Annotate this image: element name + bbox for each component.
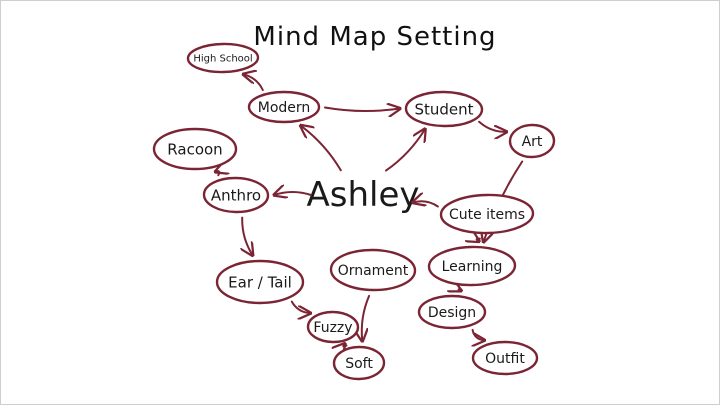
node-outfit: Outfit (471, 340, 539, 376)
node-outfit-outline (471, 340, 539, 376)
node-soft-label: Soft (345, 356, 373, 372)
node-anthro-outline (202, 176, 270, 214)
node-cute-items: Cute items (439, 193, 535, 235)
node-art: Art (508, 123, 556, 159)
node-fuzzy-outline (306, 310, 360, 344)
node-racoon-label: Racoon (167, 140, 222, 158)
node-art-outline (508, 123, 556, 159)
node-cute-items-label: Cute items (449, 207, 525, 223)
node-learning-outline (427, 245, 517, 287)
edge-ornament-to-soft (362, 294, 371, 341)
node-soft-outline (332, 345, 386, 381)
node-ornament-outline (329, 248, 417, 292)
node-ear-tail-label: Ear / Tail (228, 273, 292, 291)
node-ear-tail: Ear / Tail (215, 259, 305, 305)
node-high-school: High School (186, 42, 260, 74)
node-student: Student (404, 90, 484, 128)
node-fuzzy: Fuzzy (306, 310, 360, 344)
node-modern-label: Modern (258, 100, 311, 116)
node-art-label: Art (522, 134, 543, 150)
edge-cute-items-to-learning (477, 239, 480, 242)
node-outfit-label: Outfit (485, 351, 525, 367)
node-cute-items-outline (439, 193, 535, 235)
node-racoon: Racoon (152, 127, 238, 171)
node-learning-label: Learning (442, 259, 503, 275)
node-anthro: Anthro (202, 176, 270, 214)
edge-cute-items-to-center (413, 201, 439, 208)
edge-design-to-outfit (473, 328, 485, 340)
node-ornament: Ornament (329, 248, 417, 292)
node-modern: Modern (247, 90, 321, 124)
node-soft: Soft (332, 345, 386, 381)
edge-anthro-to-ear-tail (242, 216, 253, 256)
edge-anthro-to-racoon (215, 171, 219, 177)
node-ornament-label: Ornament (338, 263, 409, 279)
edge-fuzzy-to-soft (343, 344, 346, 347)
diagram-title: Mind Map Setting (253, 22, 496, 52)
edge-modern-to-student (324, 108, 400, 112)
node-learning: Learning (427, 245, 517, 287)
node-high-school-outline (186, 42, 260, 74)
node-student-outline (404, 90, 484, 128)
edge-learning-to-design (459, 289, 462, 291)
node-design-outline (417, 294, 487, 330)
node-student-label: Student (414, 100, 473, 118)
edge-modern-to-high-school (243, 74, 264, 91)
edge-student-to-art (478, 120, 507, 132)
node-racoon-outline (152, 127, 238, 171)
edges-layer (215, 74, 524, 347)
node-design: Design (417, 294, 487, 330)
node-anthro-label: Anthro (211, 186, 261, 204)
node-modern-outline (247, 90, 321, 124)
node-ear-tail-outline (215, 259, 305, 305)
edge-ear-tail-to-fuzzy (290, 300, 311, 314)
node-fuzzy-label: Fuzzy (313, 320, 352, 336)
edge-center-to-modern (301, 126, 342, 172)
node-design-label: Design (428, 305, 476, 321)
edge-center-to-anthro (274, 192, 312, 195)
center-node: Ashley (306, 175, 419, 215)
node-high-school-label: High School (193, 54, 252, 65)
edge-center-to-student (385, 129, 425, 172)
